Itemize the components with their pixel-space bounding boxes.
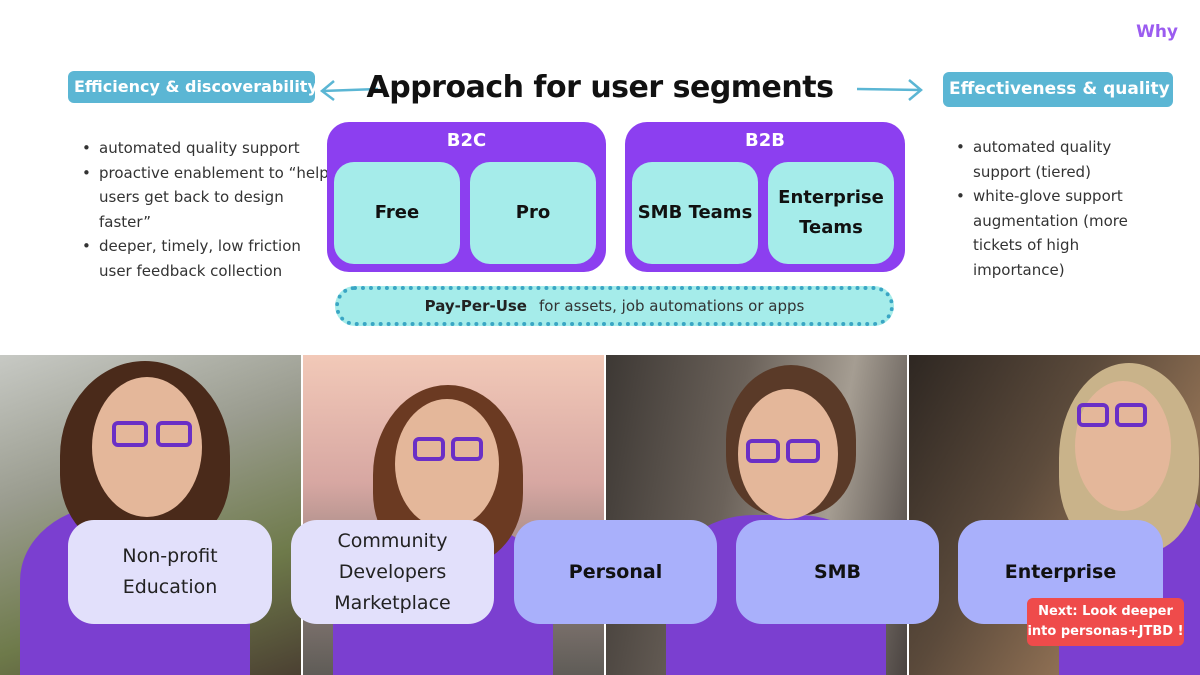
right-bullet-item: automated quality support (tiered) bbox=[956, 135, 1156, 184]
b2c-group: B2C Free Pro bbox=[327, 122, 606, 272]
next-steps-badge: Next: Look deeper into personas+JTBD ! bbox=[1027, 598, 1184, 646]
left-bullet-list: automated quality support proactive enab… bbox=[82, 136, 332, 283]
pro-tile: Pro bbox=[470, 162, 596, 264]
segment-smb: SMB bbox=[736, 520, 939, 624]
persona-photo-nonprofit bbox=[0, 355, 303, 675]
enterprise-teams-tile: Enterprise Teams bbox=[768, 162, 894, 264]
b2b-group: B2B SMB Teams Enterprise Teams bbox=[625, 122, 905, 272]
left-bullet-item: automated quality support bbox=[82, 136, 332, 161]
segment-nonprofit-education: Non-profit Education bbox=[68, 520, 272, 624]
arrow-left-icon bbox=[319, 80, 379, 101]
free-tile: Free bbox=[334, 162, 460, 264]
effectiveness-pill: Effectiveness & quality bbox=[943, 72, 1173, 107]
pay-per-use-description: for assets, job automations or apps bbox=[538, 297, 805, 315]
left-bullet-item: proactive enablement to “help users get … bbox=[82, 161, 332, 235]
arrow-right-icon bbox=[856, 79, 923, 101]
right-bullet-item: white-glove support augmentation (more t… bbox=[956, 184, 1156, 282]
pay-per-use-banner: Pay-Per-Use for assets, job automations … bbox=[335, 286, 894, 326]
efficiency-pill: Efficiency & discoverability bbox=[68, 71, 318, 103]
right-bullet-list: automated quality support (tiered) white… bbox=[956, 135, 1156, 282]
page-title: Approach for user segments bbox=[366, 70, 834, 105]
b2c-title: B2C bbox=[446, 130, 487, 151]
b2b-title: B2B bbox=[745, 130, 785, 151]
segment-community-developers: Community Developers Marketplace bbox=[291, 520, 494, 624]
smb-teams-tile: SMB Teams bbox=[632, 162, 758, 264]
persona-photo-strip bbox=[0, 355, 1200, 675]
pay-per-use-label: Pay-Per-Use bbox=[424, 297, 527, 315]
why-link[interactable]: Why bbox=[1136, 22, 1178, 42]
persona-photo-smb bbox=[606, 355, 909, 675]
persona-photo-community bbox=[303, 355, 606, 675]
segment-personal: Personal bbox=[514, 520, 717, 624]
left-bullet-item: deeper, timely, low friction user feedba… bbox=[82, 234, 332, 283]
